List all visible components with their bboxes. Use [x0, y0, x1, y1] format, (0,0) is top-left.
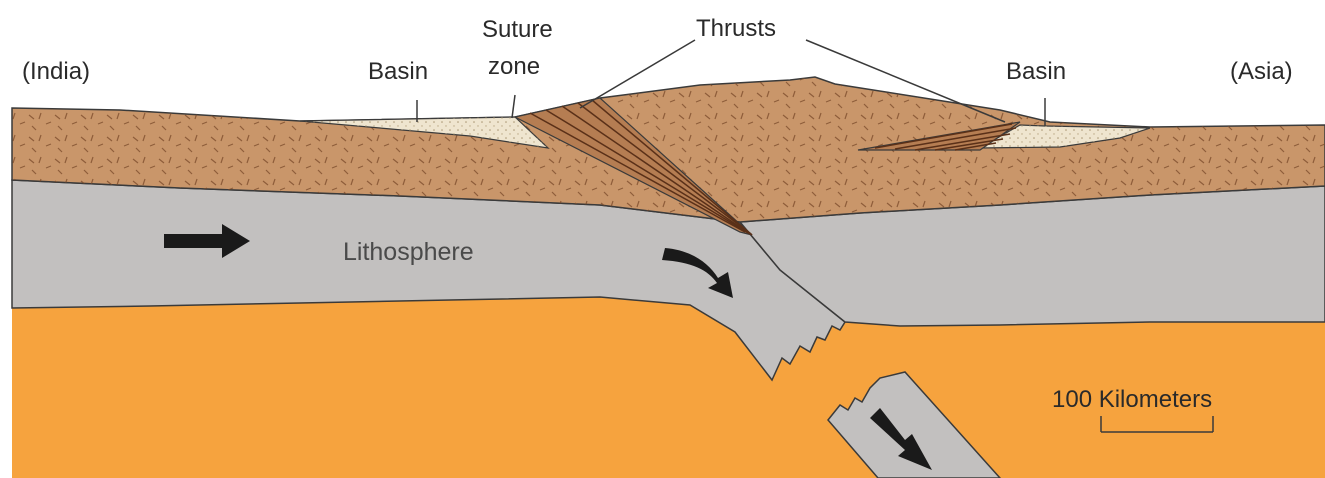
label-basin-right: Basin [1006, 58, 1066, 85]
label-asia: (Asia) [1230, 58, 1293, 85]
label-scale: 100 Kilometers [1052, 386, 1212, 413]
label-suture-line1: Suture [482, 16, 553, 43]
label-lithosphere: Lithosphere [343, 238, 474, 266]
label-suture-line2: zone [488, 53, 540, 80]
label-basin-left: Basin [368, 58, 428, 85]
label-thrusts: Thrusts [696, 15, 776, 42]
label-india: (India) [22, 58, 90, 85]
